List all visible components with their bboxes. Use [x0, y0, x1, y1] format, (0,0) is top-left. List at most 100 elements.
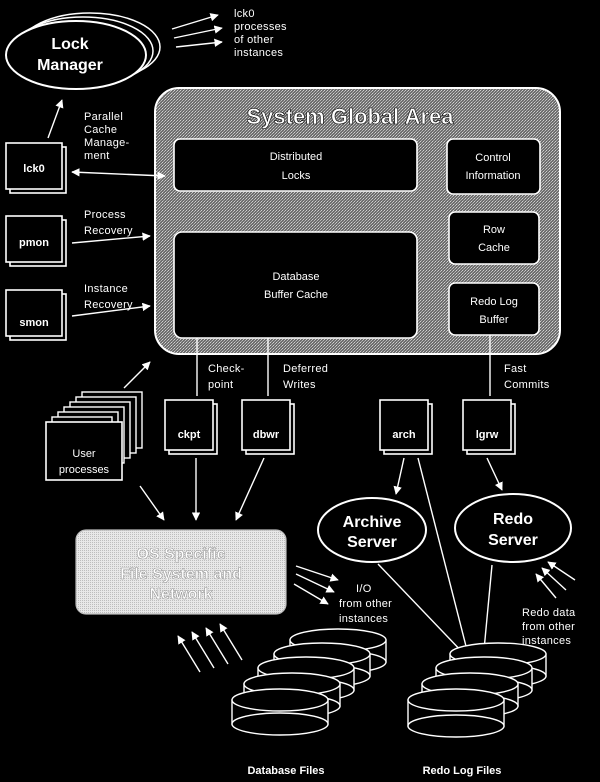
svg-text:Writes: Writes: [283, 379, 316, 391]
svg-text:Network: Network: [149, 586, 212, 603]
process-ckpt: ckpt: [164, 399, 218, 455]
user-to-os-arrow: [139, 485, 165, 521]
svg-text:pmon: pmon: [19, 237, 49, 249]
svg-text:Server: Server: [347, 534, 397, 551]
archive-server-to-redo-logs-line: [377, 563, 467, 657]
lgwr-to-redo-server-arrow: [486, 457, 503, 491]
svg-text:lck0: lck0: [23, 163, 44, 175]
redo-log-files-label: Redo Log Files: [423, 765, 502, 777]
svg-text:lgrw: lgrw: [476, 429, 499, 441]
svg-text:File System and: File System and: [120, 566, 242, 583]
smon-to-sga-arrow: [71, 302, 151, 317]
process-dbwr: dbwr: [241, 399, 295, 455]
sga-title: System Global Area: [246, 104, 454, 129]
svg-text:Database: Database: [272, 271, 319, 283]
svg-text:Check-: Check-: [208, 363, 245, 375]
process-smon: smon: [5, 289, 67, 341]
system-global-area: System Global Area Distributed Locks Con…: [154, 87, 561, 355]
control-information-box: Control Information: [446, 138, 541, 195]
checkpoint-label: Check- point: [208, 363, 245, 391]
deferred-writes-label: Deferred Writes: [283, 363, 328, 391]
io-other-label: I/O from other instances: [339, 583, 392, 625]
svg-text:ment: ment: [84, 150, 110, 162]
redo-log-files-disks: [407, 642, 547, 738]
lck0-note-arrows: [171, 13, 223, 48]
redo-log-buffer-box: Redo Log Buffer: [448, 282, 540, 336]
lck0-to-distributed-locks-arrow: [71, 168, 166, 180]
instance-recovery-label: Instance Recovery: [84, 283, 133, 311]
arch-to-archive-server-arrow: [393, 457, 405, 495]
svg-text:Cache: Cache: [478, 242, 510, 254]
os-to-database-files-arrows: [177, 623, 243, 673]
io-other-arrows: [293, 565, 339, 605]
archive-server: Archive Server: [317, 497, 427, 563]
lck0-note: lck0 processes of other instances: [234, 8, 287, 59]
database-files-label: Database Files: [247, 765, 324, 777]
svg-text:processes: processes: [59, 464, 110, 476]
svg-text:Buffer Cache: Buffer Cache: [264, 289, 328, 301]
database-buffer-cache-box: Database Buffer Cache: [173, 231, 418, 339]
parallel-cache-management-label: Parallel Cache Manage- ment: [84, 111, 130, 162]
svg-text:Recovery: Recovery: [84, 225, 133, 237]
redo-data-other-label: Redo data from other instances: [522, 607, 576, 647]
lock-manager: Lock Manager: [5, 12, 161, 90]
svg-text:I/O: I/O: [356, 583, 372, 595]
svg-text:Information: Information: [465, 170, 520, 182]
svg-text:Instance: Instance: [84, 283, 128, 295]
process-lgwr: lgrw: [462, 399, 516, 455]
svg-text:Parallel: Parallel: [84, 111, 123, 123]
svg-text:point: point: [208, 379, 233, 391]
svg-text:Manage-: Manage-: [84, 137, 130, 149]
svg-text:User: User: [72, 448, 96, 460]
svg-text:Locks: Locks: [282, 170, 311, 182]
process-arch: arch: [379, 399, 433, 455]
process-recovery-label: Process Recovery: [84, 209, 133, 237]
svg-text:instances: instances: [339, 613, 388, 625]
redo-data-other-arrows: [535, 561, 576, 599]
dbwr-to-os-arrow: [235, 457, 265, 521]
user-processes: User processes: [45, 391, 143, 481]
svg-text:Server: Server: [488, 532, 538, 549]
svg-text:Redo: Redo: [493, 511, 533, 528]
redo-server: Redo Server: [454, 493, 572, 563]
svg-text:instances: instances: [522, 635, 571, 647]
database-files-disks: [231, 628, 387, 736]
row-cache-box: Row Cache: [448, 211, 540, 265]
svg-text:Redo data: Redo data: [522, 607, 576, 619]
svg-text:Archive: Archive: [343, 514, 402, 531]
arch-to-redo-logs-line: [417, 457, 469, 655]
lck0-note-line-2: processes: [234, 21, 287, 33]
svg-text:Buffer: Buffer: [479, 314, 508, 326]
svg-text:from other: from other: [339, 598, 392, 610]
distributed-locks-box: Distributed Locks: [173, 138, 418, 192]
svg-text:Redo Log: Redo Log: [470, 296, 518, 308]
svg-text:Row: Row: [483, 224, 505, 236]
svg-text:Deferred: Deferred: [283, 363, 328, 375]
os-specific-box: OS Specific File System and Network: [75, 529, 287, 615]
lck0-note-line-1: lck0: [234, 8, 255, 20]
svg-text:OS Specific: OS Specific: [137, 546, 226, 563]
svg-text:Cache: Cache: [84, 124, 117, 136]
svg-text:ckpt: ckpt: [178, 429, 201, 441]
fast-commits-label: Fast Commits: [504, 363, 550, 391]
lck0-note-line-4: instances: [234, 47, 283, 59]
svg-text:Distributed: Distributed: [270, 151, 323, 163]
lck0-to-lock-manager-arrow: [47, 99, 64, 139]
process-lck0: lck0: [5, 142, 67, 194]
svg-text:Control: Control: [475, 152, 510, 164]
process-pmon: pmon: [5, 215, 67, 267]
svg-text:from other: from other: [522, 621, 575, 633]
lock-manager-label-1: Lock: [51, 36, 88, 53]
svg-text:Process: Process: [84, 209, 126, 221]
lck0-note-line-3: of other: [234, 34, 274, 46]
pmon-to-sga-arrow: [71, 232, 151, 244]
svg-text:dbwr: dbwr: [253, 429, 280, 441]
svg-text:Recovery: Recovery: [84, 299, 133, 311]
svg-text:smon: smon: [19, 317, 49, 329]
svg-text:arch: arch: [392, 429, 416, 441]
svg-text:Commits: Commits: [504, 379, 550, 391]
lock-manager-label-2: Manager: [37, 57, 103, 74]
svg-text:Fast: Fast: [504, 363, 527, 375]
